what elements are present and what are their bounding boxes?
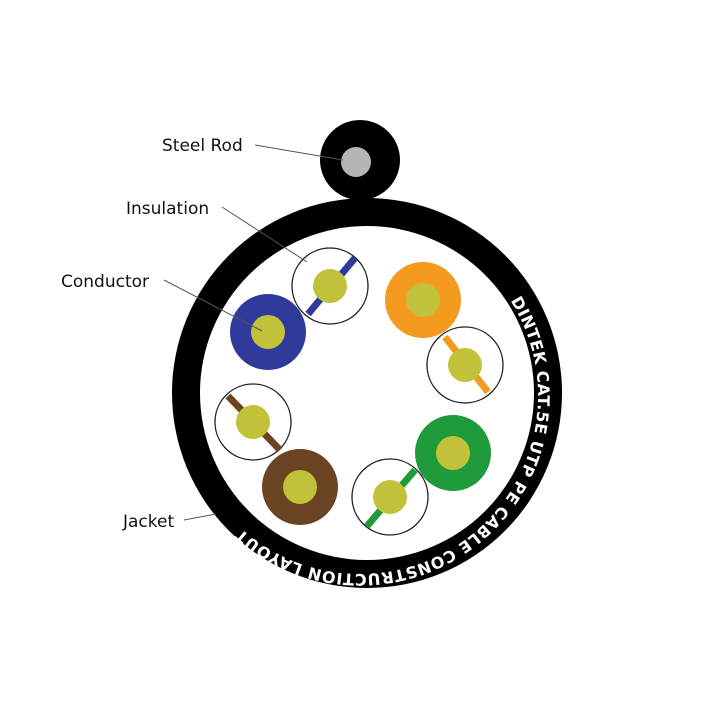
conductor-brown [283,470,317,504]
label-insulation: Insulation [126,199,209,219]
label-steel-rod: Steel Rod [162,136,243,156]
wire-blue-solid [230,294,306,370]
wire-brown-solid [262,449,338,525]
wire-blue-white [291,247,369,325]
wire-green-white [351,458,429,536]
conductor-brown-white [236,405,270,439]
conductor-orange-white [448,348,482,382]
conductor-green [436,436,470,470]
leader-conductor [163,279,263,332]
leader-insulation [221,206,308,263]
leader-jacket [183,513,217,521]
wire-orange-solid [385,262,461,338]
conductor-blue-white [313,269,347,303]
conductor-orange [406,283,440,317]
steel-rod-core [341,147,371,177]
steel-rod [320,120,400,200]
wire-green-solid [415,415,491,491]
wire-brown-white [214,383,292,461]
label-conductor: Conductor [61,272,149,292]
wire-orange-white [426,326,504,404]
conductor-green-white [373,480,407,514]
leader-steel-rod [254,144,344,161]
conductor-blue [251,315,285,349]
label-jacket: Jacket [122,512,174,532]
